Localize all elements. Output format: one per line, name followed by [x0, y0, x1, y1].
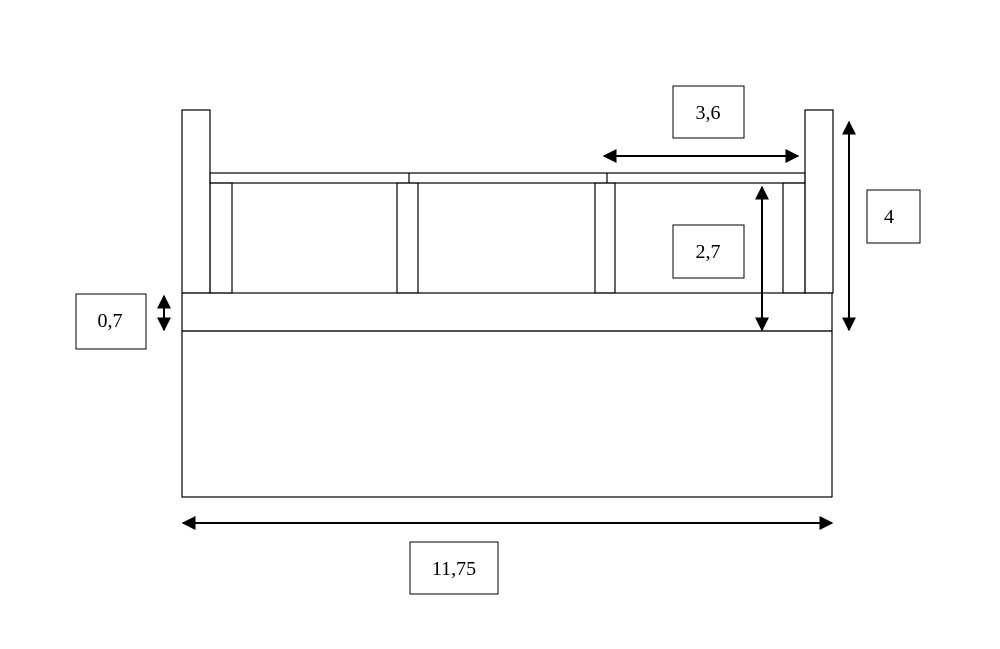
total-height-label-box: 4 [866, 189, 921, 244]
intermediate-post [594, 182, 616, 294]
left-end-post [181, 109, 211, 294]
base-block [181, 330, 833, 498]
intermediate-post [782, 182, 806, 294]
right-end-post [804, 109, 834, 294]
rail-band [181, 292, 833, 332]
rail-height-label-box: 0,7 [75, 293, 147, 350]
intermediate-post [209, 182, 233, 294]
total-width-label: 11,75 [432, 558, 476, 580]
top-span-label: 3,6 [696, 102, 721, 124]
total-width-label-box: 11,75 [409, 541, 499, 595]
rail-height-label: 0,7 [98, 310, 123, 332]
total-height-label: 4 [884, 206, 894, 228]
top-span-label-box: 3,6 [672, 85, 745, 139]
post-height-label-box: 2,7 [672, 224, 745, 279]
intermediate-post [396, 182, 419, 294]
top-rail [209, 172, 806, 184]
post-height-label: 2,7 [696, 241, 721, 263]
